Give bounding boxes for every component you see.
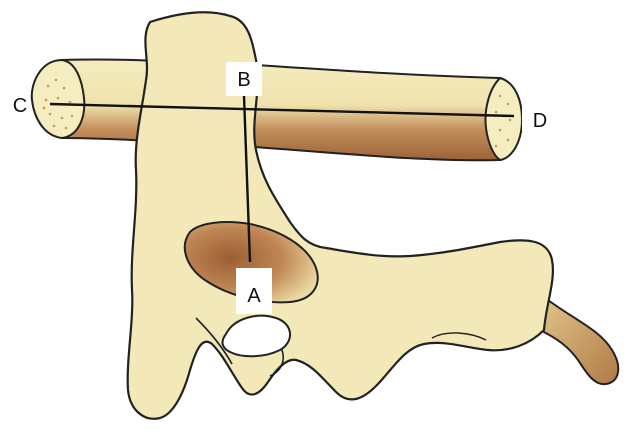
label-b-text: B [237,69,250,91]
tail-process [540,300,618,384]
label-c: C [13,95,27,117]
label-d: D [522,104,556,134]
label-a-text: A [247,285,261,307]
label-a: A [236,268,272,314]
label-b: B [226,62,262,96]
label-c-text: C [13,95,27,117]
label-d-text: D [533,110,547,132]
rod-right-cut-end [486,78,522,160]
